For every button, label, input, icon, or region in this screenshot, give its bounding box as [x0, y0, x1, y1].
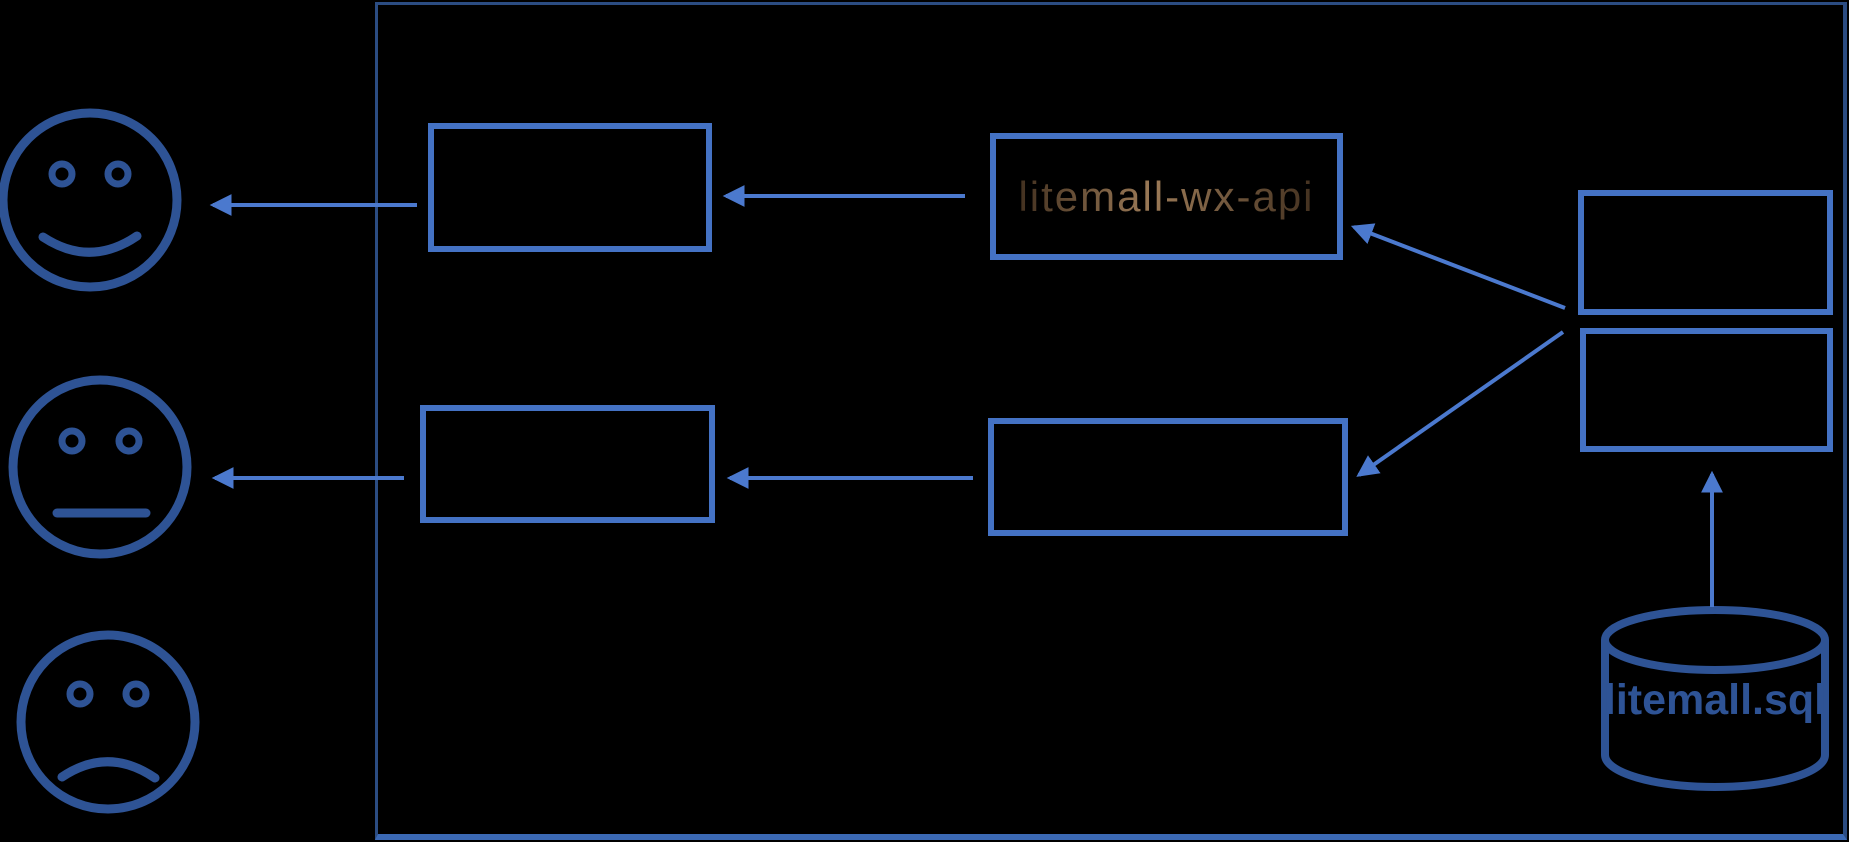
backend-stack-top-box: [1578, 190, 1833, 315]
happy-face-icon: [0, 108, 182, 292]
backend-stack-bottom-box: [1580, 328, 1833, 452]
wx-api-box: litemall-wx-api: [990, 133, 1343, 260]
database-label: litemall.sql: [1603, 676, 1827, 724]
wx-api-box-label: litemall-wx-api: [1018, 172, 1315, 220]
system-boundary-box: [375, 2, 1847, 840]
neutral-face-icon: [8, 375, 192, 559]
sad-face-icon: [16, 630, 200, 814]
frontend-box-top: [428, 123, 712, 252]
api-box-bottom: [988, 418, 1348, 536]
frontend-box-bottom: [420, 405, 715, 523]
